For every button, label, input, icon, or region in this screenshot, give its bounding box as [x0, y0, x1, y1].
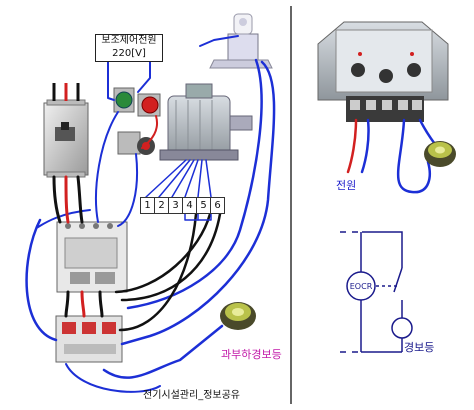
- overload-lamp: [220, 302, 256, 330]
- supply-wires: [52, 83, 80, 101]
- magnetic-contactor: [56, 221, 128, 293]
- selector-switch: [117, 131, 155, 155]
- aux-power-line2: 220[V]: [112, 48, 146, 59]
- eocr-label: EOCR: [349, 282, 373, 291]
- terminal-3: 3: [168, 197, 183, 214]
- terminal-1: 1: [140, 197, 155, 214]
- push-button-green: [113, 87, 135, 113]
- motor: [159, 83, 253, 161]
- terminal-2: 2: [154, 197, 169, 214]
- control-wiring: [25, 35, 276, 393]
- terminal-5: 5: [196, 197, 211, 214]
- credit-caption: 전기시설관리_정보공유: [143, 390, 240, 401]
- aux-power-line1: 보조제어전원: [101, 35, 157, 46]
- motor-terminal-block: 1 2 3 4 5 6: [140, 197, 225, 214]
- eocr-schematic: [340, 231, 413, 353]
- limit-switch: [209, 13, 273, 69]
- warning-lamp-device: [424, 141, 456, 167]
- alarm-contact: [393, 267, 403, 293]
- overload-lamp-label: 과부하경보등: [221, 348, 282, 361]
- power-label: 전원: [336, 179, 357, 192]
- push-button-red: [137, 93, 161, 117]
- warning-lamp-symbol: [391, 317, 413, 339]
- aux-power-label: 보조제어전원 220[V]: [95, 34, 163, 62]
- circuit-breaker: [43, 99, 89, 178]
- overload-relay: [55, 315, 123, 363]
- warning-lamp-label: 경보등: [404, 341, 435, 354]
- terminal-4: 4: [182, 197, 197, 214]
- eocr-relay: [317, 21, 449, 122]
- terminal-6: 6: [210, 197, 225, 214]
